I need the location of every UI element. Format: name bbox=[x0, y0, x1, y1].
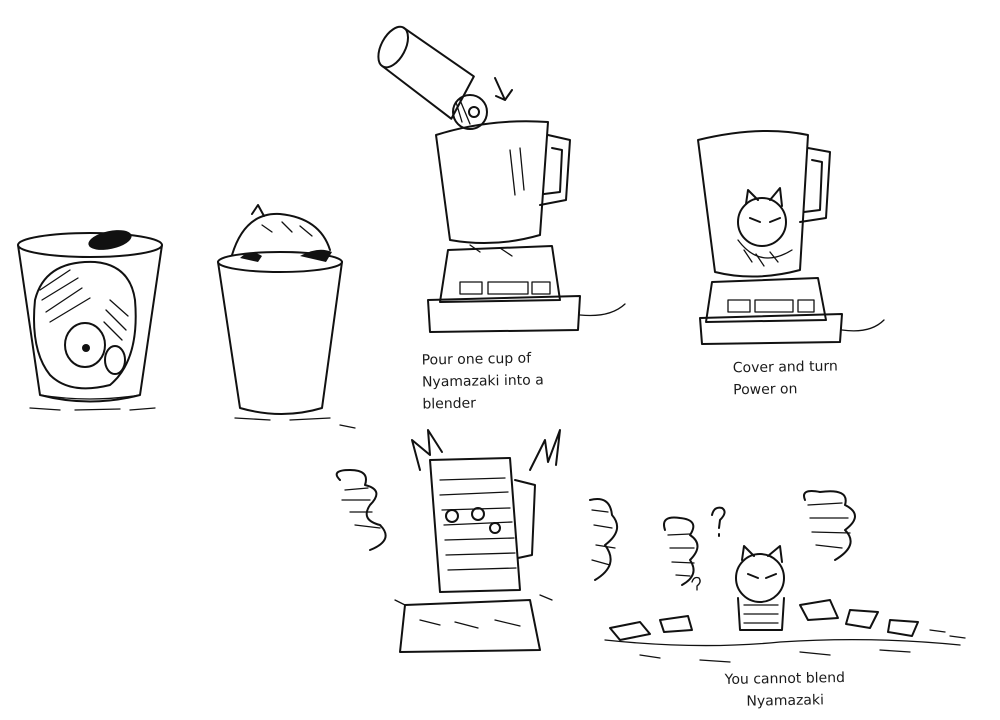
cup-with-cat-illustration bbox=[17, 230, 163, 411]
pouring-into-blender-illustration bbox=[377, 25, 626, 333]
cat-in-blender-illustration bbox=[697, 130, 885, 345]
blender-exploding-illustration bbox=[335, 429, 619, 653]
cat-survives-illustration bbox=[604, 490, 966, 663]
caption-cover-power-on: Cover and turn Power on bbox=[732, 358, 838, 399]
cup-cat-peeking-illustration bbox=[217, 204, 356, 429]
caption-cannot-blend: You cannot blend Nyamazaki bbox=[724, 669, 846, 710]
caption-pour-cup: Pour one cup of Nyamazaki into a blender bbox=[421, 350, 544, 413]
